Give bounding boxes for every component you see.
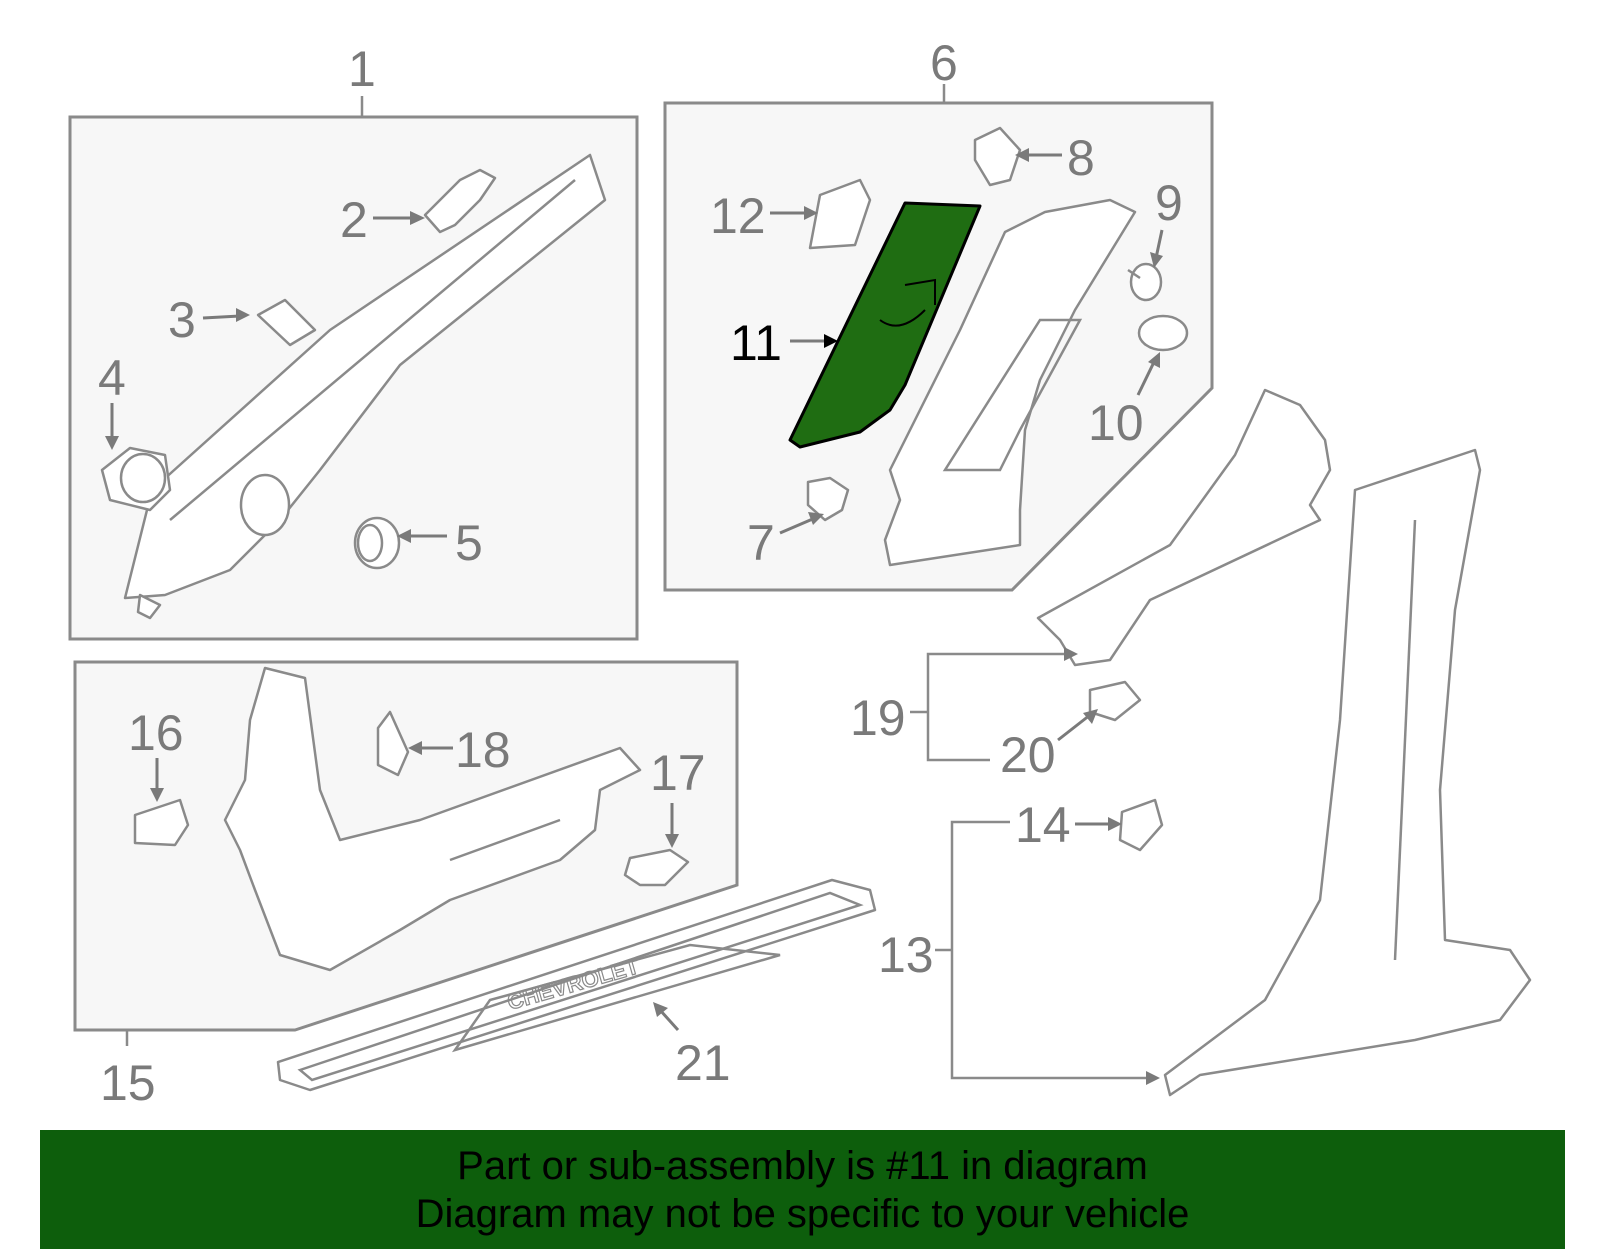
callout-1: 1 [348,41,376,97]
a-pillar-speaker-hole [239,473,291,537]
leader-arrows [105,148,1164,1085]
callout-9: 9 [1155,175,1183,231]
part-5-plug [353,516,401,570]
callout-8: 8 [1067,130,1095,186]
callout-2: 2 [340,192,368,248]
callout-3: 3 [168,292,196,348]
part-16-clip [133,798,190,847]
callout-13: 13 [878,927,934,983]
callout-17: 17 [650,745,706,801]
banner-line-2: Diagram may not be specific to your vehi… [415,1191,1190,1236]
callout-4: 4 [98,350,126,406]
part-7-pushpin [806,476,850,522]
part-10-cap [1137,314,1189,352]
part-9-screw [1127,262,1163,302]
callout-labels: 1 2 3 4 5 6 7 8 9 10 11 12 13 14 15 16 1… [98,35,1183,1111]
callout-19: 19 [850,690,906,746]
kick-panel-trim [223,666,642,972]
part-18-clip [376,710,410,777]
callout-12: 12 [710,188,766,244]
callout-15: 15 [100,1055,156,1111]
part-12-clip [808,178,872,250]
callout-6: 6 [930,35,958,91]
banner-line-1: Part or sub-assembly is #11 in diagram [457,1143,1148,1188]
bracket-13-14 [935,820,1150,1080]
part-8-retainer [973,126,1022,187]
callout-21: 21 [675,1035,731,1091]
part-20-clip [1088,680,1142,722]
callout-5: 5 [455,515,483,571]
callout-7: 7 [747,515,775,571]
part-13-b-pillar-lower-trim [1163,448,1532,1097]
callout-10: 10 [1088,395,1144,451]
info-banner: Part or sub-assembly is #11 in diagram D… [40,1130,1565,1249]
part-17-clip [623,848,690,887]
callout-18: 18 [455,722,511,778]
part-19-trim [1036,388,1332,667]
callout-16: 16 [128,705,184,761]
bracket-19-20 [910,652,1068,762]
part-2-bracket [423,168,497,234]
b-pillar-upper-trim [883,198,1137,567]
part-4-grommet [100,446,172,512]
part-3-clip [256,298,317,347]
part-11-pillar-trim [788,201,982,449]
callout-14: 14 [1015,797,1071,853]
callout-20: 20 [1000,727,1056,783]
callout-11-highlighted: 11 [730,315,782,371]
part-14-clip [1118,798,1164,852]
